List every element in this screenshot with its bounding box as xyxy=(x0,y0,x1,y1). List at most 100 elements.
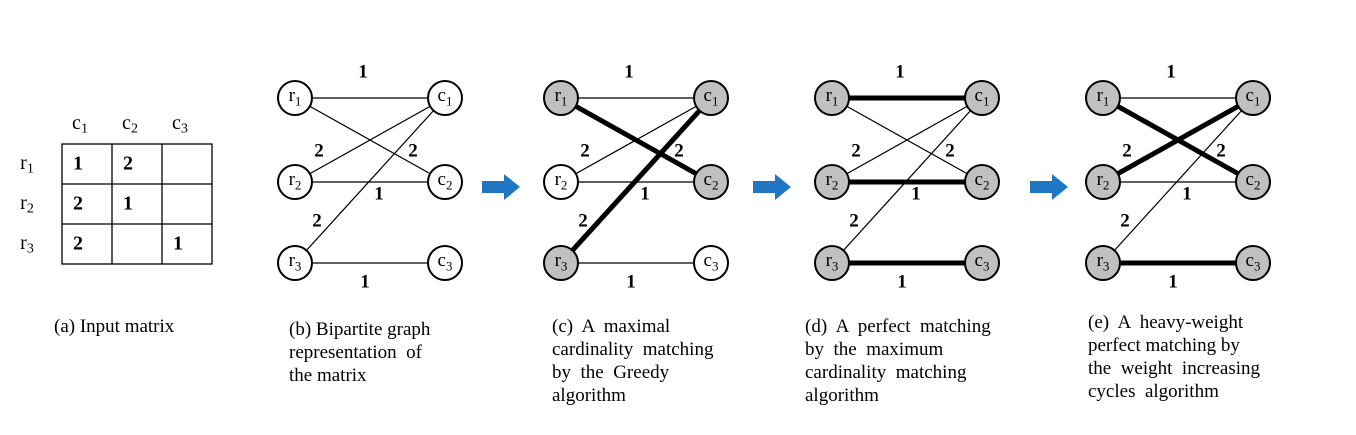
matrix-row-header: r1 xyxy=(20,152,34,177)
edge-weight-label: 2 xyxy=(312,210,322,231)
edge-weight-label: 2 xyxy=(580,140,590,161)
col-node-label: c1 xyxy=(438,85,453,108)
edge-weight-label: 2 xyxy=(1216,140,1226,161)
edge-weight-label: 1 xyxy=(360,271,370,292)
matrix-border xyxy=(61,143,213,265)
edge-weight-label: 2 xyxy=(314,140,324,161)
row-node-label: r3 xyxy=(289,250,302,273)
row-node-label: r3 xyxy=(555,250,568,273)
col-node-c1 xyxy=(964,80,1000,116)
caption-line: perfect matching by xyxy=(1088,335,1240,356)
row-node-r1 xyxy=(814,80,850,116)
step-arrow xyxy=(753,174,791,200)
edge-weight-label: 1 xyxy=(374,183,384,204)
matched-edge-r2-c1 xyxy=(1101,95,1255,185)
caption-line: representation of xyxy=(289,342,422,363)
row-node-label: r3 xyxy=(1097,250,1110,273)
edge-r2-c1 xyxy=(831,97,983,183)
col-node-c1 xyxy=(1235,80,1271,116)
edge-weight-label: 1 xyxy=(1182,183,1192,204)
edge-r3-c1 xyxy=(1102,97,1254,264)
row-node-label: r2 xyxy=(555,169,568,192)
caption-line: the matrix xyxy=(289,365,367,386)
col-node-c2 xyxy=(1235,164,1271,200)
row-node-r1 xyxy=(1085,80,1121,116)
edge-weight-label: 2 xyxy=(945,140,955,161)
row-node-label: r2 xyxy=(826,169,839,192)
row-node-label: r1 xyxy=(555,85,568,108)
matrix-col-header: c1 xyxy=(72,112,88,137)
caption-line: cardinality matching xyxy=(552,339,714,360)
edge-r3-c1 xyxy=(831,97,983,264)
col-node-label: c2 xyxy=(438,169,453,192)
matrix-cell: 1 xyxy=(173,233,183,255)
col-node-label: c1 xyxy=(1246,85,1261,108)
col-node-c3 xyxy=(427,245,463,281)
col-node-c2 xyxy=(964,164,1000,200)
caption-line: cycles algorithm xyxy=(1088,381,1219,402)
edge-weight-label: 2 xyxy=(849,210,859,231)
caption-line: (a) Input matrix xyxy=(54,316,175,337)
edge-weight-label: 1 xyxy=(624,61,634,82)
matrix-cell: 1 xyxy=(123,193,133,215)
row-node-r3 xyxy=(814,245,850,281)
matrix-row-header: r3 xyxy=(20,232,34,257)
edge-r2-c1 xyxy=(294,97,446,183)
edge-weight-label: 2 xyxy=(1122,140,1132,161)
row-node-r3 xyxy=(1085,245,1121,281)
edge-weight-label: 2 xyxy=(1120,210,1130,231)
matrix-cell: 2 xyxy=(73,233,83,255)
edge-weight-label: 2 xyxy=(408,140,418,161)
col-node-label: c1 xyxy=(975,85,990,108)
edge-weight-label: 2 xyxy=(674,140,684,161)
caption-line: cardinality matching xyxy=(805,362,967,383)
col-node-label: c3 xyxy=(1246,250,1261,273)
caption-line: algorithm xyxy=(552,385,626,406)
matrix-col-header: c2 xyxy=(122,112,138,137)
col-node-c2 xyxy=(427,164,463,200)
col-node-c2 xyxy=(693,164,729,200)
edge-weight-label: 1 xyxy=(358,61,368,82)
caption-a: (a) Input matrix xyxy=(54,315,174,338)
row-node-r3 xyxy=(543,245,579,281)
edge-r3-c1 xyxy=(294,97,446,264)
col-node-label: c2 xyxy=(975,169,990,192)
row-node-r2 xyxy=(814,164,850,200)
edge-weight-label: 1 xyxy=(640,183,650,204)
col-node-c3 xyxy=(1235,245,1271,281)
row-node-r1 xyxy=(277,80,313,116)
step-arrows xyxy=(482,174,1068,200)
row-node-r2 xyxy=(277,164,313,200)
caption-line: (d) A perfect matching xyxy=(805,316,991,337)
caption-line: (b) Bipartite graph xyxy=(289,319,431,340)
row-node-label: r2 xyxy=(1097,169,1110,192)
edge-weight-label: 1 xyxy=(897,271,907,292)
matrix-cell: 1 xyxy=(73,153,83,175)
row-node-label: r3 xyxy=(826,250,839,273)
col-node-label: c2 xyxy=(1246,169,1261,192)
matrix-cell: 2 xyxy=(123,153,133,175)
edge-weight-label: 1 xyxy=(1166,61,1176,82)
col-node-c3 xyxy=(964,245,1000,281)
col-node-label: c2 xyxy=(704,169,719,192)
edge-weight-label: 1 xyxy=(626,271,636,292)
col-node-label: c3 xyxy=(438,250,453,273)
edge-weight-label: 1 xyxy=(895,61,905,82)
col-node-c1 xyxy=(693,80,729,116)
caption-line: by the maximum xyxy=(805,339,944,360)
row-node-r1 xyxy=(543,80,579,116)
edge-weight-label: 2 xyxy=(851,140,861,161)
edge-r2-c1 xyxy=(560,97,712,183)
step-arrow xyxy=(482,174,520,200)
edge-weight-label: 1 xyxy=(911,183,921,204)
row-node-label: r1 xyxy=(289,85,302,108)
caption-line: (e) A heavy-weight xyxy=(1088,312,1244,333)
edge-weight-label: 2 xyxy=(578,210,588,231)
edge-weight-label: 1 xyxy=(1168,271,1178,292)
